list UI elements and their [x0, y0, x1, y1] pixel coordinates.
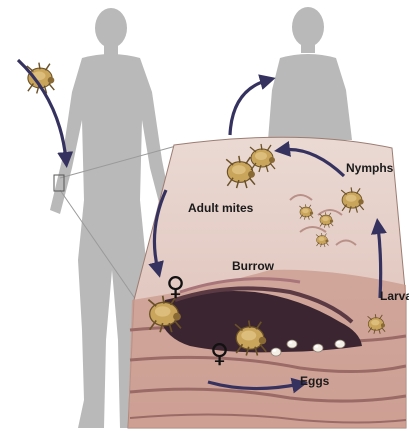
- label-eggs: Eggs: [300, 374, 330, 388]
- egg-icon: [287, 340, 297, 348]
- female-symbol: ♀: [166, 272, 185, 302]
- egg-icon: [335, 340, 345, 348]
- label-burrow: Burrow: [232, 259, 275, 273]
- label-adult-mites: Adult mites: [188, 201, 254, 215]
- arrow-transmission: [230, 80, 268, 135]
- label-larvae: Larvae: [380, 289, 409, 303]
- label-nymphs: Nymphs: [346, 161, 394, 175]
- egg-icon: [271, 348, 281, 356]
- egg-icon: [313, 344, 323, 352]
- female-symbol: ♀: [210, 339, 229, 369]
- human-silhouette-right: [268, 7, 352, 140]
